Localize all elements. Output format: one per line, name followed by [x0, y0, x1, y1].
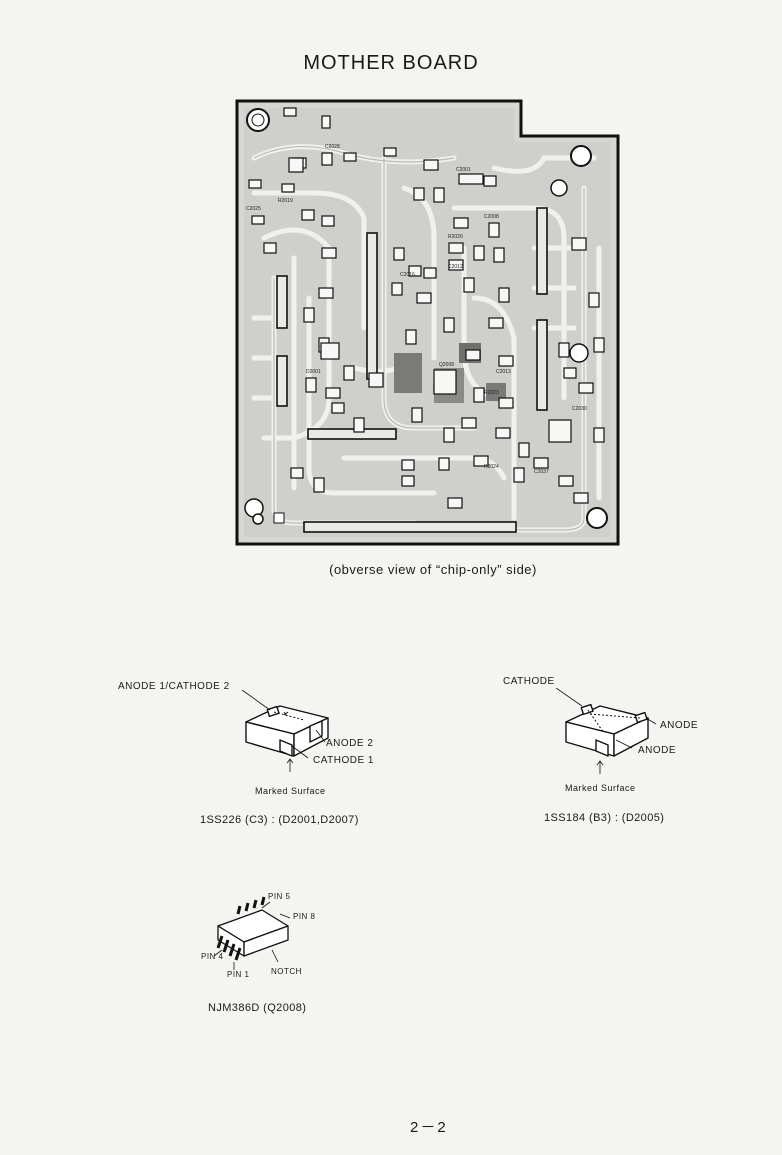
label-anode-lower: ANODE — [638, 745, 677, 756]
label-anode-upper: ANODE — [660, 720, 699, 731]
label-c2001: C2001 — [456, 167, 471, 173]
board-silkscreen-labels: C2028 C2001 R2019 C2025 C2008 R2020 C201… — [246, 144, 587, 475]
mother-board-pcb-diagram: C2028 C2001 R2019 C2025 C2008 R2020 C201… — [235, 99, 620, 546]
label-cathode: CATHODE — [503, 676, 555, 687]
label-pin4: PIN 4 — [201, 952, 224, 961]
part-1ss226: 1SS226 (C3) : (D2001,D2007) — [200, 814, 359, 826]
label-c2037: C2037 — [534, 469, 549, 475]
label-pin1: PIN 1 — [227, 970, 250, 979]
part-1ss184: 1SS184 (B3) : (D2005) — [544, 812, 665, 824]
label-r2024: R2024 — [484, 464, 499, 470]
label-c2028: C2028 — [325, 144, 340, 150]
label-r2019: R2019 — [278, 198, 293, 204]
part-njm386d: NJM386D (Q2008) — [208, 1002, 307, 1014]
label-r2023: R2023 — [484, 390, 499, 396]
label-c2013: C2013 — [496, 369, 511, 375]
board-caption: (obverse view of “chip-only” side) — [329, 562, 537, 577]
label-marked-surface-right: Marked Surface — [565, 783, 636, 793]
label-pin5: PIN 5 — [268, 892, 291, 901]
label-notch: NOTCH — [271, 967, 302, 976]
label-q2008: Q2008 — [439, 362, 454, 368]
page-title: MOTHER BOARD — [303, 52, 479, 74]
label-marked-surface-left: Marked Surface — [255, 786, 326, 796]
label-r2020: R2020 — [448, 234, 463, 240]
diode-1ss226-package-drawing — [241, 690, 329, 772]
label-c2025: C2025 — [246, 206, 261, 212]
label-d2001: D2001 — [306, 369, 321, 375]
label-c2008: C2008 — [484, 214, 499, 220]
label-c2012: C2012 — [448, 264, 463, 270]
label-cathode1: CATHODE 1 — [313, 755, 374, 766]
label-anode1-cathode2: ANODE 1/CATHODE 2 — [118, 681, 230, 692]
label-c2030: C2030 — [572, 406, 587, 412]
diode-1ss184-package-drawing — [556, 688, 657, 774]
label-anode2: ANODE 2 — [326, 738, 374, 749]
label-pin8: PIN 8 — [293, 912, 316, 921]
label-c2016: C2016 — [400, 272, 415, 278]
ic-njm386d-package-drawing — [213, 896, 291, 970]
page-number: 2－2 — [410, 1119, 448, 1136]
